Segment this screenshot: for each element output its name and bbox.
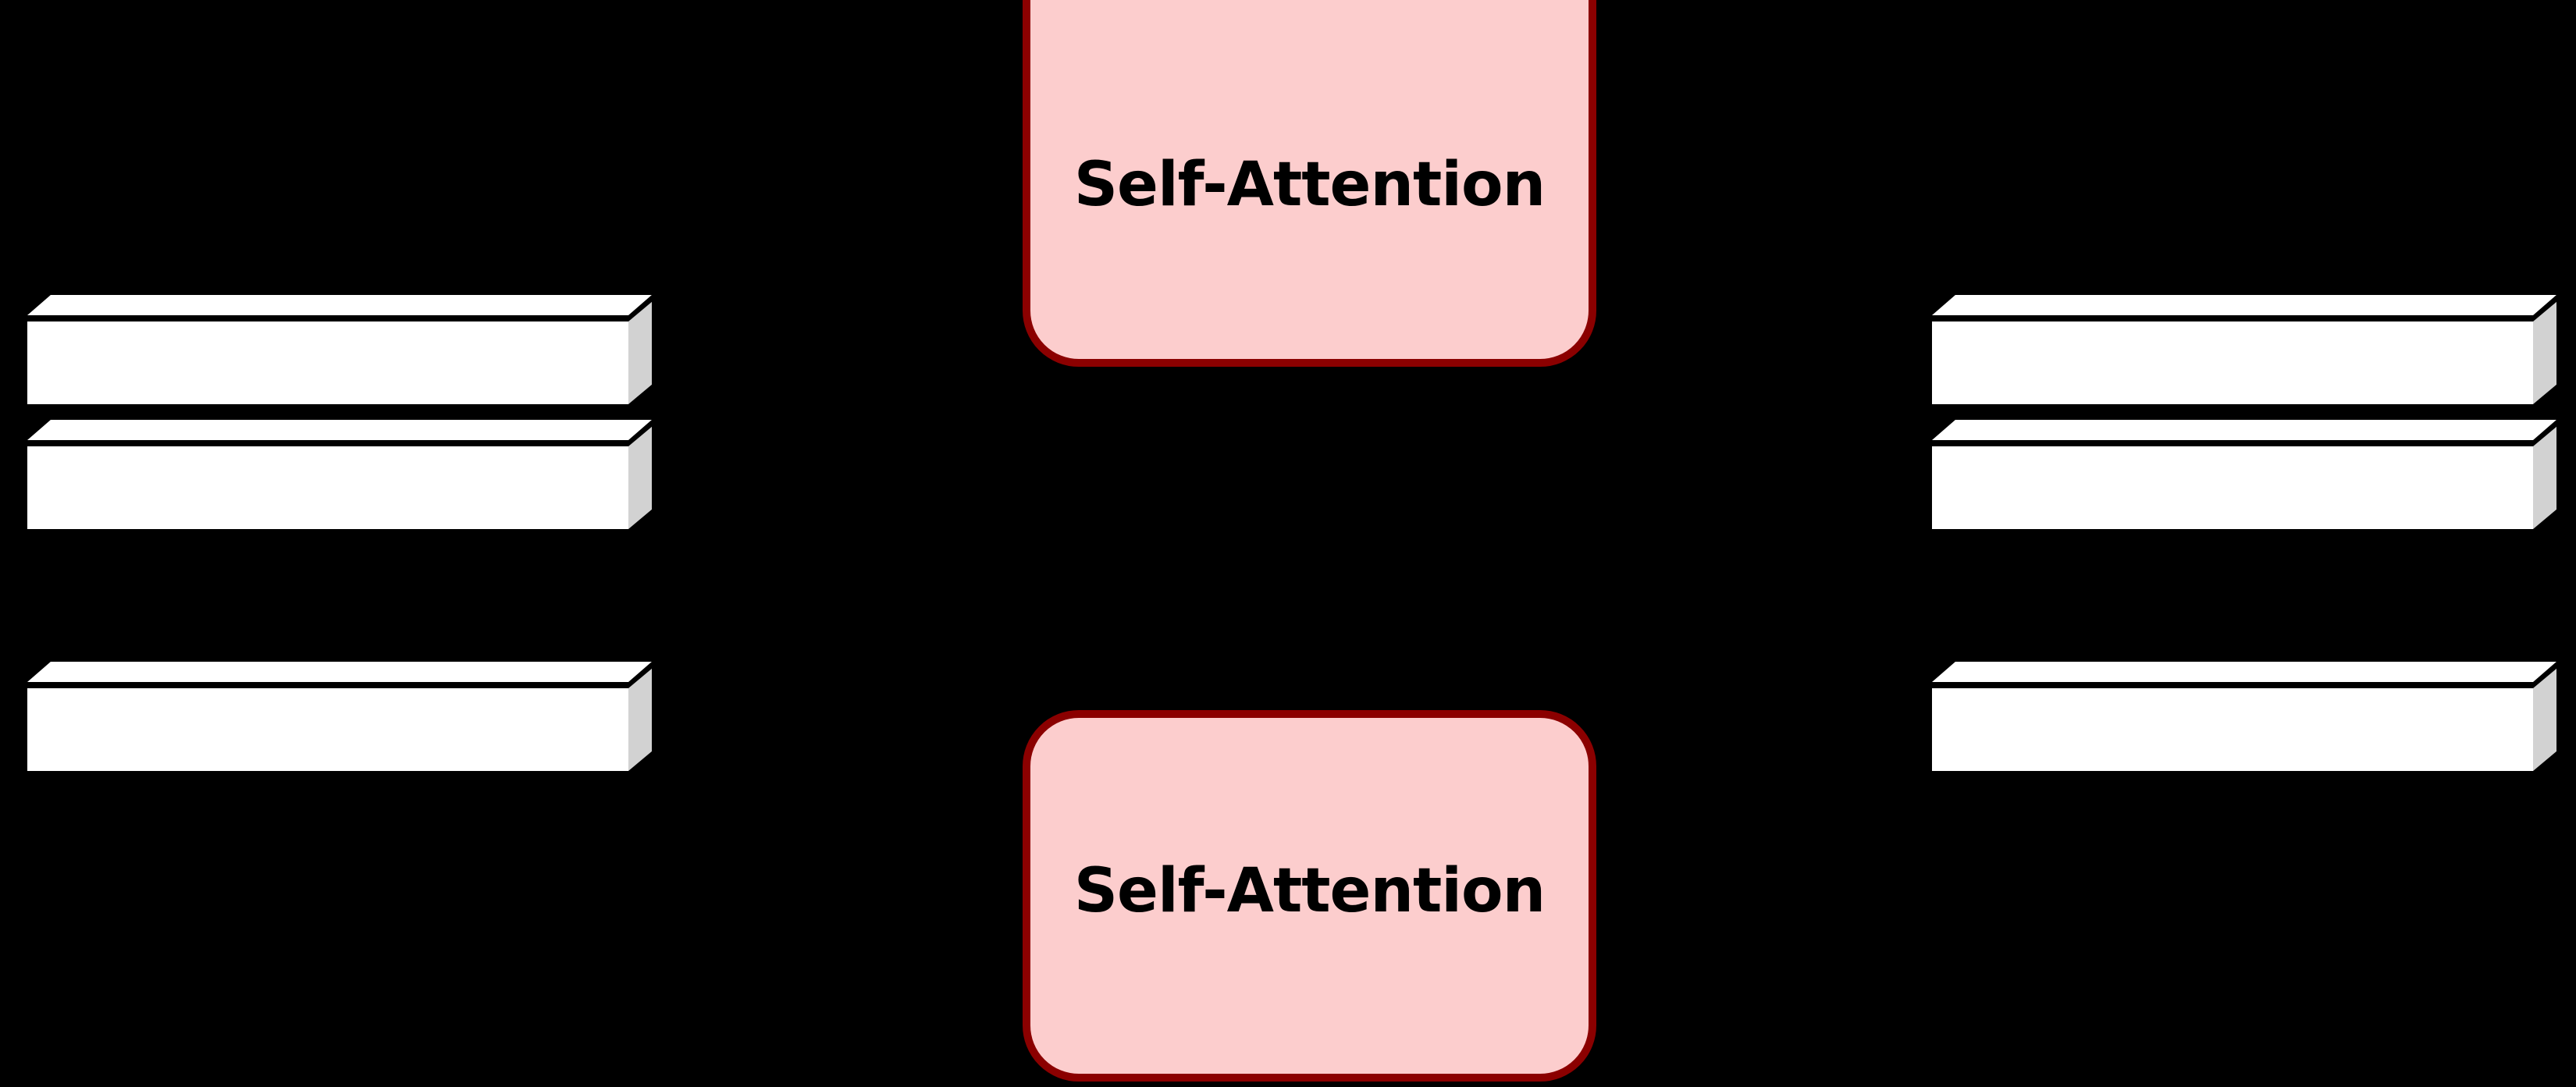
tensor-bar-side-face xyxy=(2533,668,2556,771)
tensor-bar-front-face xyxy=(1932,446,2533,529)
tensor-bar-left-2 xyxy=(27,420,652,529)
tensor-bar-front-face xyxy=(27,446,628,529)
tensor-bar-side-face xyxy=(2533,426,2556,529)
tensor-bar-side-face xyxy=(628,301,652,404)
tensor-bar-top-face xyxy=(27,662,652,682)
tensor-bar-side-face xyxy=(2533,301,2556,404)
tensor-bar-front-face xyxy=(1932,321,2533,404)
self-attention-label: Self-Attention xyxy=(1073,150,1546,220)
tensor-bar-top-face xyxy=(1932,295,2556,315)
tensor-bar-right-2 xyxy=(1932,420,2556,529)
tensor-bar-right-3 xyxy=(1932,662,2556,771)
tensor-bar-front-face xyxy=(27,321,628,404)
tensor-bar-top-face xyxy=(1932,662,2556,682)
self-attention-block-top: Self-Attention xyxy=(1023,0,1596,367)
tensor-bar-side-face xyxy=(628,668,652,771)
tensor-bar-side-face xyxy=(628,426,652,529)
tensor-bar-right-1 xyxy=(1932,295,2556,404)
tensor-bar-left-3 xyxy=(27,662,652,771)
tensor-bar-top-face xyxy=(1932,420,2556,440)
tensor-bar-top-face xyxy=(27,295,652,315)
self-attention-block-bottom: Self-Attention xyxy=(1023,710,1596,1082)
self-attention-label: Self-Attention xyxy=(1073,856,1546,926)
tensor-bar-top-face xyxy=(27,420,652,440)
tensor-bar-left-1 xyxy=(27,295,652,404)
tensor-bar-front-face xyxy=(1932,688,2533,771)
tensor-bar-front-face xyxy=(27,688,628,771)
